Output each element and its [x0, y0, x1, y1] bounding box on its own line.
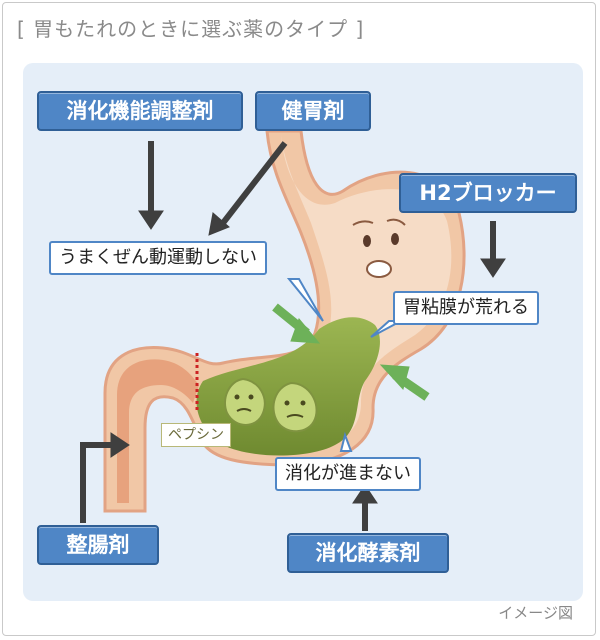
- image-caption: イメージ図: [498, 604, 573, 622]
- duodenum: [117, 359, 199, 503]
- stomach-illustration: [80, 129, 506, 531]
- arrow-down-icon: [138, 141, 164, 230]
- green-arrow-icon: [272, 303, 321, 344]
- illustration-panel: 消化機能調整剤 健胃剤 H2ブロッカー 整腸剤 消化酵素剤 うまくぜん動運動しな…: [23, 63, 583, 601]
- arrow-down-icon: [480, 221, 506, 278]
- stomach-face-icon: [352, 218, 406, 278]
- arrow-diagonal-icon: [208, 141, 288, 236]
- callout-mucosa: 胃粘膜が荒れる: [393, 291, 539, 325]
- callout-peristalsis: うまくぜん動運動しない: [49, 241, 267, 275]
- arrow-up-icon: [352, 484, 378, 531]
- label-stomachic: 健胃剤: [255, 91, 371, 131]
- label-digestive-function: 消化機能調整剤: [37, 91, 243, 131]
- label-digestive-enzyme: 消化酵素剤: [287, 533, 449, 573]
- figure-title: [ 胃もたれのときに選ぶ薬のタイプ ]: [17, 17, 365, 41]
- label-h2-blocker: H2ブロッカー: [399, 173, 577, 213]
- label-intestinal: 整腸剤: [37, 525, 159, 565]
- green-arrow-icon: [379, 364, 430, 401]
- food-face-icon: [224, 377, 266, 426]
- callout-not-digesting: 消化が進まない: [275, 457, 421, 491]
- pepsin-label: ペプシン: [161, 423, 231, 447]
- arrow-elbow-icon: [80, 432, 130, 523]
- food-face-icon: [272, 381, 318, 433]
